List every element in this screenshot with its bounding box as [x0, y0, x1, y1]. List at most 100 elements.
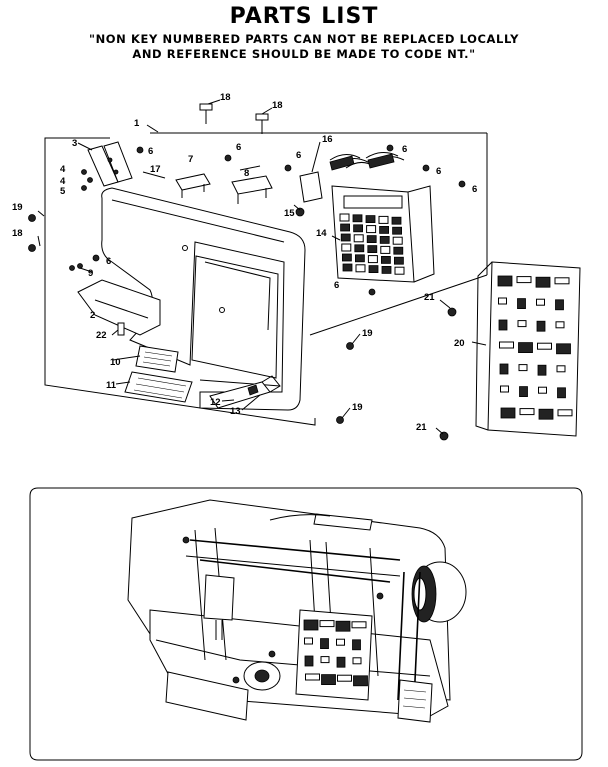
callout-6g: 6 — [106, 256, 111, 267]
keypad-display — [343, 195, 403, 209]
bracket-part-7 — [175, 173, 211, 198]
board-component — [304, 637, 313, 645]
label-plate-10 — [135, 345, 179, 373]
board-component — [498, 319, 508, 331]
keypad-key — [340, 223, 351, 232]
keypad-key — [354, 254, 365, 263]
callout-1: 1 — [134, 118, 140, 129]
callout-6a: 6 — [148, 146, 153, 157]
note-line-1: "NON KEY NUMBERED PARTS CAN NOT BE REPLA… — [88, 32, 520, 46]
board-component — [352, 657, 362, 665]
keypad-board — [331, 185, 435, 283]
board-component — [336, 638, 345, 646]
label-plate-11 — [124, 371, 193, 403]
note-line-2: AND REFERENCE SHOULD BE MADE TO CODE NT.… — [132, 47, 476, 61]
callout-22: 22 — [96, 330, 107, 341]
keypad-key — [355, 264, 366, 273]
keypad-key — [341, 243, 352, 252]
small-screws-4-5 — [81, 169, 93, 191]
board-component — [557, 409, 573, 417]
keypad-key — [353, 234, 364, 243]
keypad-key — [353, 224, 364, 233]
callout-12: 12 — [210, 397, 221, 408]
callout-4b: 4 — [60, 176, 66, 187]
callout-6b: 6 — [236, 142, 241, 153]
board-component — [537, 342, 552, 350]
callout-20: 20 — [454, 338, 465, 349]
screw-19-group — [28, 207, 354, 424]
screw-6-group — [92, 144, 466, 296]
callout-15: 15 — [284, 208, 295, 219]
screw-18-group — [28, 103, 269, 252]
board-component — [535, 276, 551, 288]
board-component — [303, 619, 319, 631]
callout-17: 17 — [150, 164, 161, 175]
board-component — [538, 408, 554, 420]
board-component — [304, 655, 314, 667]
keypad-key — [352, 214, 363, 223]
keypad-key — [393, 246, 404, 255]
board-component — [537, 364, 547, 376]
board-component — [500, 407, 516, 419]
board-component — [320, 656, 330, 664]
board-component — [519, 408, 535, 416]
keypad-key — [379, 235, 390, 244]
keypad-key — [380, 255, 391, 264]
circuit-board — [475, 261, 581, 437]
keypad-key — [354, 244, 365, 253]
board-component — [536, 298, 545, 306]
board-component — [555, 321, 565, 329]
keypad-key — [366, 225, 377, 234]
callout-21a: 21 — [424, 292, 435, 303]
callout-6f: 6 — [472, 184, 477, 195]
sewing-machine-assembly — [127, 499, 467, 723]
board-component — [497, 275, 513, 287]
callout-6d: 6 — [402, 144, 407, 155]
board-component — [352, 639, 361, 651]
board-component — [517, 298, 526, 310]
leader-lines — [37, 99, 487, 435]
board-component — [516, 276, 532, 284]
callout-18a: 18 — [220, 92, 231, 103]
assembly-bracket-frame — [44, 132, 488, 426]
callout-2: 2 — [90, 310, 95, 321]
callout-5: 5 — [60, 186, 66, 197]
side-bracket-part — [87, 141, 133, 187]
callout-18c: 18 — [12, 228, 23, 239]
callout-14: 14 — [316, 228, 327, 239]
keypad-key — [393, 256, 404, 265]
board-component — [335, 620, 351, 632]
front-cover-part — [101, 187, 306, 411]
board-component — [556, 343, 571, 355]
keypad-key — [365, 215, 376, 224]
callout-9: 9 — [88, 268, 93, 279]
board-component — [321, 674, 336, 685]
callout-19b: 19 — [362, 328, 373, 339]
keypad-key — [391, 216, 402, 225]
board-component — [554, 277, 570, 285]
callout-18b: 18 — [272, 100, 283, 111]
callout-4a: 4 — [60, 164, 66, 175]
cable-connectors — [299, 152, 405, 203]
keypad-key — [392, 226, 403, 235]
board-component — [518, 364, 528, 372]
keypad-key — [392, 236, 403, 245]
board-component — [500, 385, 509, 393]
keypad-key — [339, 213, 350, 222]
bracket-part-8 — [231, 165, 273, 204]
keypad-key — [379, 225, 390, 234]
page-title: PARTS LIST — [229, 4, 379, 29]
callout-13: 13 — [230, 406, 241, 417]
keypad-key — [366, 235, 377, 244]
screw-21-group — [439, 307, 457, 441]
board-component — [337, 674, 352, 682]
board-component — [351, 621, 367, 629]
keypad-key — [378, 215, 389, 224]
callout-6e: 6 — [436, 166, 441, 177]
board-component — [499, 363, 509, 375]
callout-3: 3 — [72, 138, 77, 149]
machine-view-frame — [29, 487, 583, 761]
callout-numbers: 1 3 4 4 5 6 6 6 6 6 6 6 6 7 8 9 10 11 12… — [12, 92, 477, 433]
board-component — [557, 387, 566, 399]
